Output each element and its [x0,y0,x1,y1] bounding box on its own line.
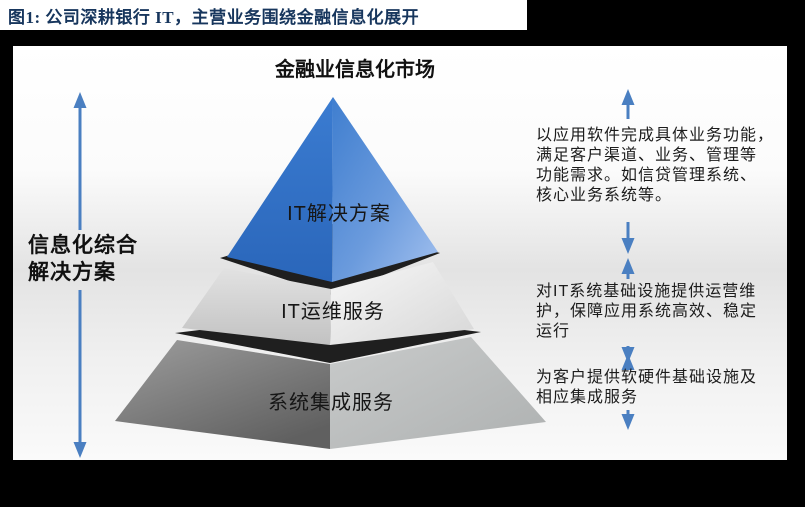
tier2-label: IT运维服务 [281,301,385,323]
tier1-pyramid-shape [227,97,438,282]
pyramid-graphic [73,89,635,458]
left-scope-arrow [73,92,87,458]
tier1-description: 以应用软件完成具体业务功能， 满足客户渠道、业务、管理等 功能需求。如信贷管理系… [536,127,775,204]
tier3-frustum-shape [115,337,546,449]
tier2-frustum-shape [182,262,474,345]
figure-caption-text: 图1: 公司深耕银行 IT，主营业务围绕金融信息化展开 [8,8,420,27]
tier1-label: IT解决方案 [287,203,391,225]
figure-caption: 图1: 公司深耕银行 IT，主营业务围绕金融信息化展开 [0,0,527,30]
left-scope-label: 信息化综合 解决方案 [28,234,138,284]
tier3-description: 为客户提供软硬件基础设施及 相应集成服务 [536,369,758,406]
tier3-label: 系统集成服务 [268,392,394,414]
diagram-canvas: 金融业信息化市场 IT解决方案 IT运维服务 系统集成服务 信息化综合 解决方案… [13,46,787,460]
tier3-span-arrow [621,354,635,430]
tier1-span-arrow [621,89,635,254]
chart-title: 金融业信息化市场 [275,59,435,81]
tier2-description: 对IT系统基础设施提供运营维 护，保障应用系统高效、稳定 运行 [536,283,758,340]
